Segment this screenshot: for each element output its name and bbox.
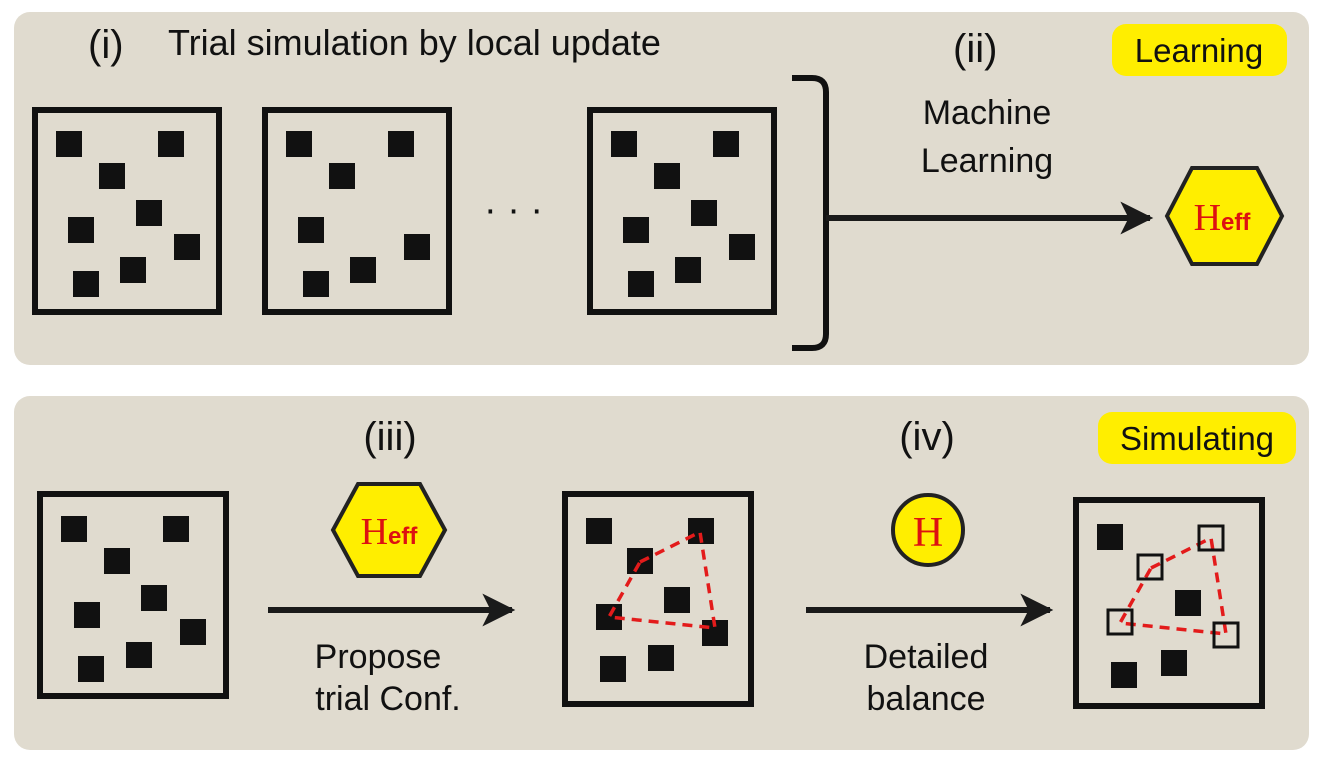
- particle: [126, 642, 152, 668]
- particle: [675, 257, 701, 283]
- particle: [73, 271, 99, 297]
- particle: [99, 163, 125, 189]
- particle: [78, 656, 104, 682]
- h-symbol: H: [913, 510, 943, 556]
- ml-label-line2: Learning: [921, 142, 1053, 180]
- accepted-move-dashed-outline: [1117, 535, 1229, 636]
- top-panel: (i) Trial simulation by local update: [14, 12, 1309, 365]
- particle: [648, 645, 674, 671]
- simulating-badge: Simulating: [1098, 412, 1296, 464]
- particle: [623, 217, 649, 243]
- particle: [628, 271, 654, 297]
- particle: [120, 257, 146, 283]
- vacated-site-marker: [1136, 553, 1164, 581]
- particle: [298, 217, 324, 243]
- balance-label-line2: balance: [866, 680, 985, 718]
- trial-move-dashed-outline: [606, 529, 718, 630]
- particle: [611, 131, 637, 157]
- learning-badge: Learning: [1112, 24, 1287, 76]
- particle: [1097, 524, 1123, 550]
- particle: [61, 516, 87, 542]
- simulating-badge-label: Simulating: [1120, 420, 1274, 457]
- particle: [163, 516, 189, 542]
- heff-symbol-main: H: [361, 511, 388, 553]
- config-box-final: [1073, 497, 1265, 709]
- config-box-3: [587, 107, 777, 315]
- step-iv-label: (iv): [899, 415, 955, 459]
- particle: [68, 217, 94, 243]
- particle: [136, 200, 162, 226]
- heff-hexagon-icon: Heff: [330, 482, 448, 578]
- step-ii-label: (ii): [953, 27, 997, 71]
- svg-text:Heff: Heff: [361, 511, 419, 553]
- propose-label-line1: Propose: [315, 638, 442, 676]
- particle: [56, 131, 82, 157]
- particle: [303, 271, 329, 297]
- particle: [600, 656, 626, 682]
- vacated-site-marker: [1212, 621, 1240, 649]
- config-box-2: [262, 107, 452, 315]
- particle: [713, 131, 739, 157]
- particle: [586, 518, 612, 544]
- learning-badge-label: Learning: [1135, 32, 1263, 69]
- particle: [691, 200, 717, 226]
- ellipsis: · · ·: [484, 189, 543, 231]
- step-iii-label: (iii): [363, 415, 416, 459]
- particle: [329, 163, 355, 189]
- propose-label-line2: trial Conf.: [315, 680, 461, 718]
- balance-label-line1: Detailed: [864, 638, 989, 676]
- vacated-site-marker: [1197, 524, 1225, 552]
- bottom-panel-background: [14, 396, 1309, 750]
- particle: [654, 163, 680, 189]
- right-bracket: [792, 75, 829, 351]
- svg-text:Heff: Heff: [1194, 197, 1252, 239]
- heff-symbol-main: H: [1194, 197, 1221, 239]
- config-box-initial: [37, 491, 229, 699]
- particle: [664, 587, 690, 613]
- particle: [104, 548, 130, 574]
- config-box-trial: [562, 491, 754, 707]
- heff-symbol-sub: eff: [388, 523, 418, 550]
- vacated-site-marker: [1106, 608, 1134, 636]
- particle: [74, 602, 100, 628]
- heff-symbol-sub: eff: [1221, 209, 1251, 236]
- h-circle-icon: H: [891, 493, 965, 567]
- particle: [1161, 650, 1187, 676]
- particle: [174, 234, 200, 260]
- ml-label-line1: Machine: [923, 94, 1052, 132]
- particle: [1175, 590, 1201, 616]
- bottom-panel: (iii) (iv) Simulating Heff: [14, 396, 1309, 750]
- config-box-1: [32, 107, 222, 315]
- particle: [1111, 662, 1137, 688]
- heff-hexagon-icon: Heff: [1164, 166, 1285, 266]
- particle: [141, 585, 167, 611]
- particle: [286, 131, 312, 157]
- step-i-title: Trial simulation by local update: [168, 22, 661, 63]
- particle: [180, 619, 206, 645]
- particle: [350, 257, 376, 283]
- particle: [158, 131, 184, 157]
- step-i-label: (i): [88, 23, 124, 67]
- particle: [404, 234, 430, 260]
- particle: [729, 234, 755, 260]
- particle: [388, 131, 414, 157]
